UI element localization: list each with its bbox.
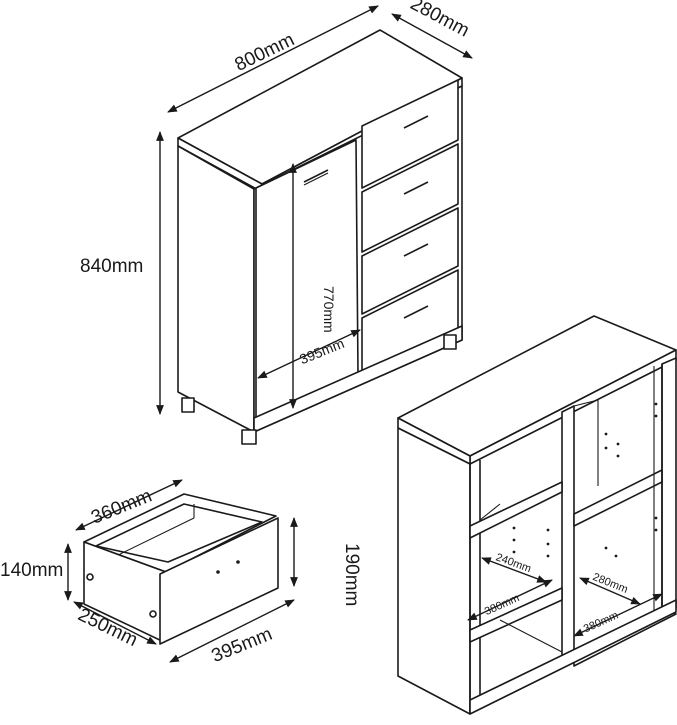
cabinet xyxy=(177,29,463,445)
cabinet-drawers xyxy=(361,79,459,379)
shelf-unit xyxy=(397,315,677,715)
drawer-front-2 xyxy=(361,143,459,253)
shelf-left-upper xyxy=(469,481,563,539)
dim-line-top-depth xyxy=(391,13,473,59)
dim-line-door-width xyxy=(257,329,361,379)
shelf-unit-divider xyxy=(561,405,575,665)
shelf-unit-left-side xyxy=(397,427,471,715)
drawer-front-1 xyxy=(361,79,459,189)
label-drawer-side-height: 140mm xyxy=(0,560,63,581)
label-drawer-front-width: 395mm xyxy=(209,624,276,667)
shelf-pin-holes xyxy=(512,402,658,558)
label-shelf-depth-right: 280mm xyxy=(591,571,630,596)
label-height: 840mm xyxy=(80,256,143,277)
shelf-unit-right-side xyxy=(661,357,677,615)
cabinet-base xyxy=(253,325,463,433)
label-shelf-depth-left: 240mm xyxy=(494,551,533,575)
cabinet-feet xyxy=(181,334,457,445)
dim-line-drawer-depth xyxy=(73,601,157,645)
dim-line-top-width xyxy=(167,5,379,113)
label-drawer-front-height: 190mm xyxy=(341,543,362,606)
dim-line-shelf-width-right xyxy=(573,593,663,637)
label-door-height: 770mm xyxy=(321,286,337,333)
drawer-side-hole xyxy=(149,610,157,618)
dim-line-shelf-depth-left xyxy=(481,557,547,583)
drawer-front-3 xyxy=(361,207,459,315)
dim-line-drawer-width xyxy=(75,479,183,531)
cabinet-side-panel xyxy=(177,145,255,433)
dim-line-drawer-front-width xyxy=(169,599,295,663)
label-top-width: 800mm xyxy=(232,29,298,76)
drawer-side-hole xyxy=(86,573,94,581)
label-top-depth: 280mm xyxy=(407,0,473,41)
shelf-right-middle xyxy=(573,469,663,527)
dim-line-shelf-width-left xyxy=(467,579,553,621)
